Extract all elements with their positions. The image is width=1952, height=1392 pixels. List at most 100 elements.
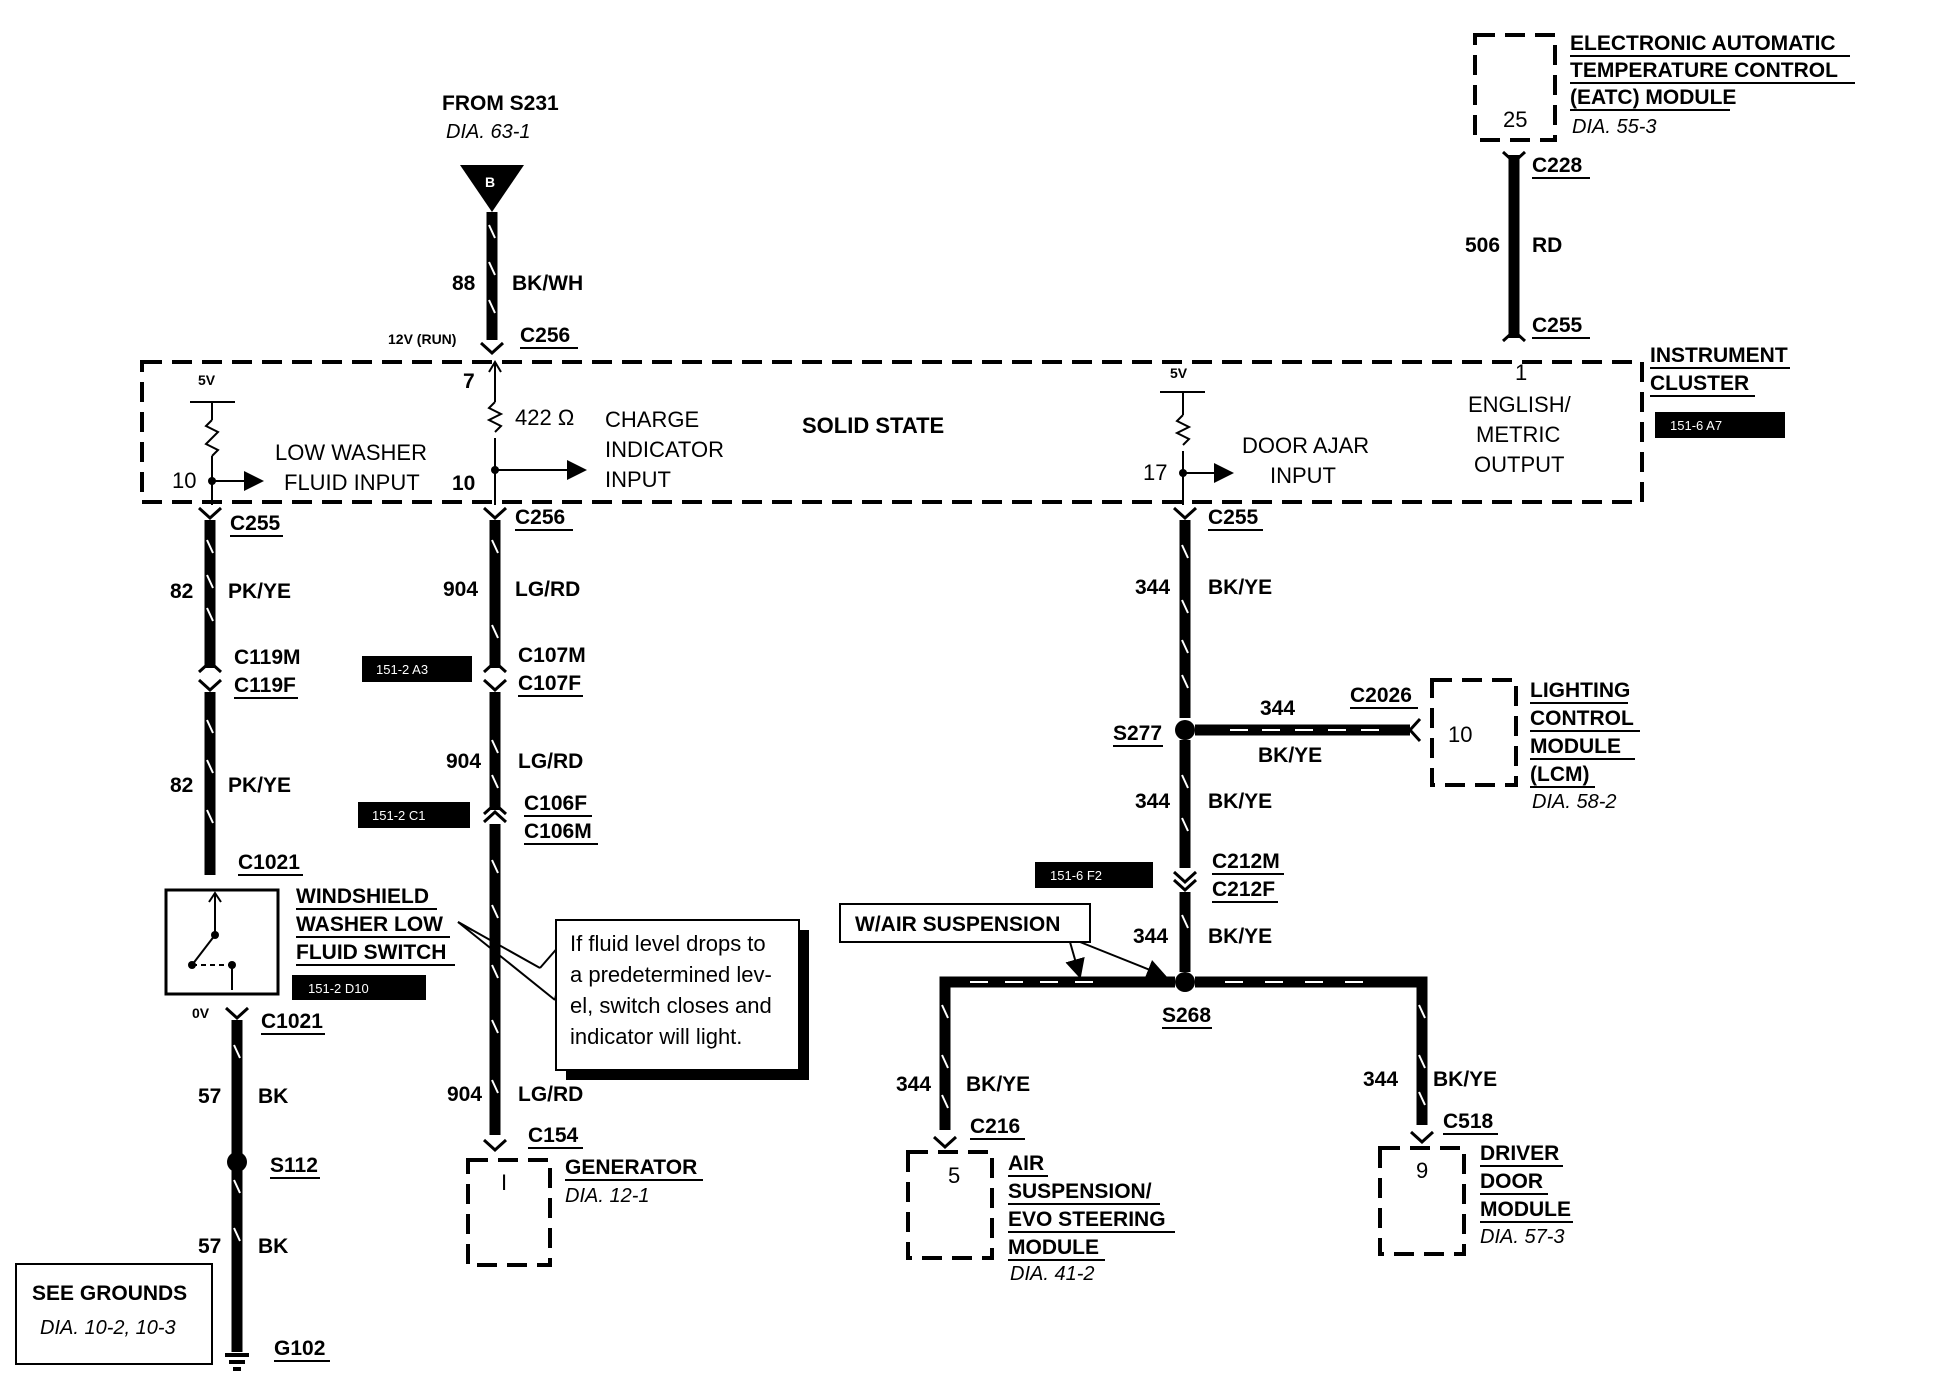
low-washer-line1: LOW WASHER: [275, 440, 427, 465]
wire-88: 88 BK/WH 12V (RUN) C256: [388, 212, 583, 356]
splice-s268: S268: [1162, 1004, 1211, 1027]
wire-344e-number: 344: [1363, 1068, 1398, 1091]
lcm-dia: DIA. 58-2: [1532, 791, 1616, 813]
washer-switch-box: [164, 888, 280, 996]
air-suspension-pin: 5: [948, 1163, 960, 1188]
note-line4: indicator will light.: [570, 1024, 742, 1049]
charge-label-line3: INPUT: [605, 467, 671, 492]
connector-c119f: C119F: [234, 674, 296, 697]
wire-344c-number: 344: [1133, 925, 1168, 948]
ref-tag-151-2-a3: 151-2 A3: [376, 662, 428, 677]
wire-344a-color: BK/YE: [1208, 576, 1272, 599]
eatc-dia-ref: DIA. 55-3: [1572, 116, 1656, 138]
connector-c1021-top: C1021: [238, 851, 300, 874]
english-metric-line1: ENGLISH/: [1468, 392, 1572, 417]
driver-door-pin: 9: [1416, 1158, 1428, 1183]
wire-344d-number: 344: [896, 1073, 931, 1096]
lcm-title-line3: MODULE: [1530, 735, 1621, 758]
generator-pin: I: [501, 1170, 507, 1195]
voltage-0v: 0V: [192, 1005, 210, 1021]
wire-88-color: BK/WH: [512, 272, 583, 295]
note-box: [555, 919, 800, 1071]
from-s231-dia: DIA. 63-1: [446, 121, 530, 143]
cluster-ref-tag: 151-6 A7: [1670, 418, 1722, 433]
ddm-dia: DIA. 57-3: [1480, 1226, 1564, 1248]
voltage-5v-right: 5V: [1170, 365, 1188, 381]
switch-title-line3: FLUID SWITCH: [296, 941, 446, 964]
eatc-title-line1: ELECTRONIC AUTOMATIC: [1570, 32, 1836, 55]
ddm-title-line2: DOOR: [1480, 1170, 1543, 1193]
connector-c1021-bottom: C1021: [261, 1010, 323, 1033]
door-ajar-line2: INPUT: [1270, 463, 1336, 488]
wire-344c-color: BK/YE: [1208, 925, 1272, 948]
charge-label-line1: CHARGE: [605, 407, 699, 432]
note-line2: a predetermined lev-: [570, 962, 772, 987]
wire-344a-number: 344: [1135, 576, 1170, 599]
wire-57b-color: BK: [258, 1235, 288, 1258]
cluster-pin-17: 17: [1143, 460, 1167, 485]
air-suspension-box: [906, 1150, 994, 1260]
middle-branch: C256 904 LG/RD 151-2 A3 C107M C107F 904 …: [358, 506, 809, 1267]
eatc-module: 25 ELECTRONIC AUTOMATIC TEMPERATURE CONT…: [1473, 32, 1855, 142]
connector-c107f: C107F: [518, 672, 581, 695]
eatc-pin: 25: [1503, 107, 1527, 132]
connector-c256-top: C256: [520, 324, 570, 347]
splice-s112-dot: [227, 1152, 247, 1172]
connector-c212f: C212F: [1212, 878, 1275, 901]
connector-c255-left: C255: [230, 512, 281, 535]
cluster-pin-7: 7: [463, 370, 475, 393]
right-branch: C255 344 BK/YE S277 344 BK/YE C2026 10 L…: [839, 506, 1640, 1285]
driver-door-box: [1378, 1146, 1466, 1256]
note-line3: el, switch closes and: [570, 993, 772, 1018]
generator-box: [466, 1158, 552, 1267]
wire-344-lcm-number: 344: [1260, 697, 1295, 720]
cluster-pin-10-charge: 10: [452, 472, 475, 495]
lcm-title-line1: LIGHTING: [1530, 679, 1630, 702]
charge-label-line2: INDICATOR: [605, 437, 724, 462]
door-ajar-line1: DOOR AJAR: [1242, 433, 1369, 458]
resistor-value: 422 Ω: [515, 405, 574, 430]
connector-c216: C216: [970, 1115, 1020, 1138]
wire-344b-number: 344: [1135, 790, 1170, 813]
cluster-title-line2: CLUSTER: [1650, 372, 1749, 395]
wire-344b-color: BK/YE: [1208, 790, 1272, 813]
from-s231-label: FROM S231: [442, 92, 559, 115]
wire-57a-color: BK: [258, 1085, 288, 1108]
eatc-title-line3: (EATC) MODULE: [1570, 86, 1736, 109]
left-branch: C255 82 PK/YE C119M C119F 82 PK/YE C1021…: [15, 506, 455, 1371]
voltage-12v-run: 12V (RUN): [388, 331, 456, 347]
from-s231: FROM S231 DIA. 63-1 B: [442, 92, 559, 212]
lcm-box: [1430, 678, 1518, 787]
ref-tag-151-2-c1: 151-2 C1: [372, 808, 425, 823]
ground-g102: G102: [274, 1337, 325, 1360]
generator-dia: DIA. 12-1: [565, 1185, 649, 1207]
splice-letter: B: [485, 174, 495, 190]
instrument-cluster: INSTRUMENT CLUSTER 151-6 A7 7 422 Ω CHAR…: [140, 344, 1790, 505]
cluster-title-line1: INSTRUMENT: [1650, 344, 1788, 367]
air-title-line4: MODULE: [1008, 1236, 1099, 1259]
connector-c255-right: C255: [1208, 506, 1259, 529]
connector-c154: C154: [528, 1124, 579, 1147]
wire-82b-number: 82: [170, 774, 193, 797]
wire-344d-color: BK/YE: [966, 1073, 1030, 1096]
wire-57a-number: 57: [198, 1085, 221, 1108]
wire-506-color: RD: [1532, 234, 1562, 257]
air-suspension-option-box: [839, 903, 1091, 943]
switch-ref-tag: 151-2 D10: [308, 981, 369, 996]
air-title-line3: EVO STEERING: [1008, 1208, 1166, 1231]
splice-s112: S112: [270, 1154, 318, 1177]
english-metric-line2: METRIC: [1476, 422, 1560, 447]
ddm-title-line3: MODULE: [1480, 1198, 1571, 1221]
air-title-line1: AIR: [1008, 1152, 1044, 1175]
connector-c106f: C106F: [524, 792, 587, 815]
eatc-title-line2: TEMPERATURE CONTROL: [1570, 59, 1838, 82]
connector-c255-eatc: C255: [1532, 314, 1583, 337]
low-washer-line2: FLUID INPUT: [284, 470, 420, 495]
connector-c2026: C2026: [1350, 684, 1412, 707]
cluster-pin-1: 1: [1515, 360, 1527, 385]
see-grounds-box: [15, 1263, 213, 1365]
wire-904b-color: LG/RD: [518, 750, 583, 773]
wire-344e-color: BK/YE: [1433, 1068, 1497, 1091]
lcm-title-line2: CONTROL: [1530, 707, 1634, 730]
